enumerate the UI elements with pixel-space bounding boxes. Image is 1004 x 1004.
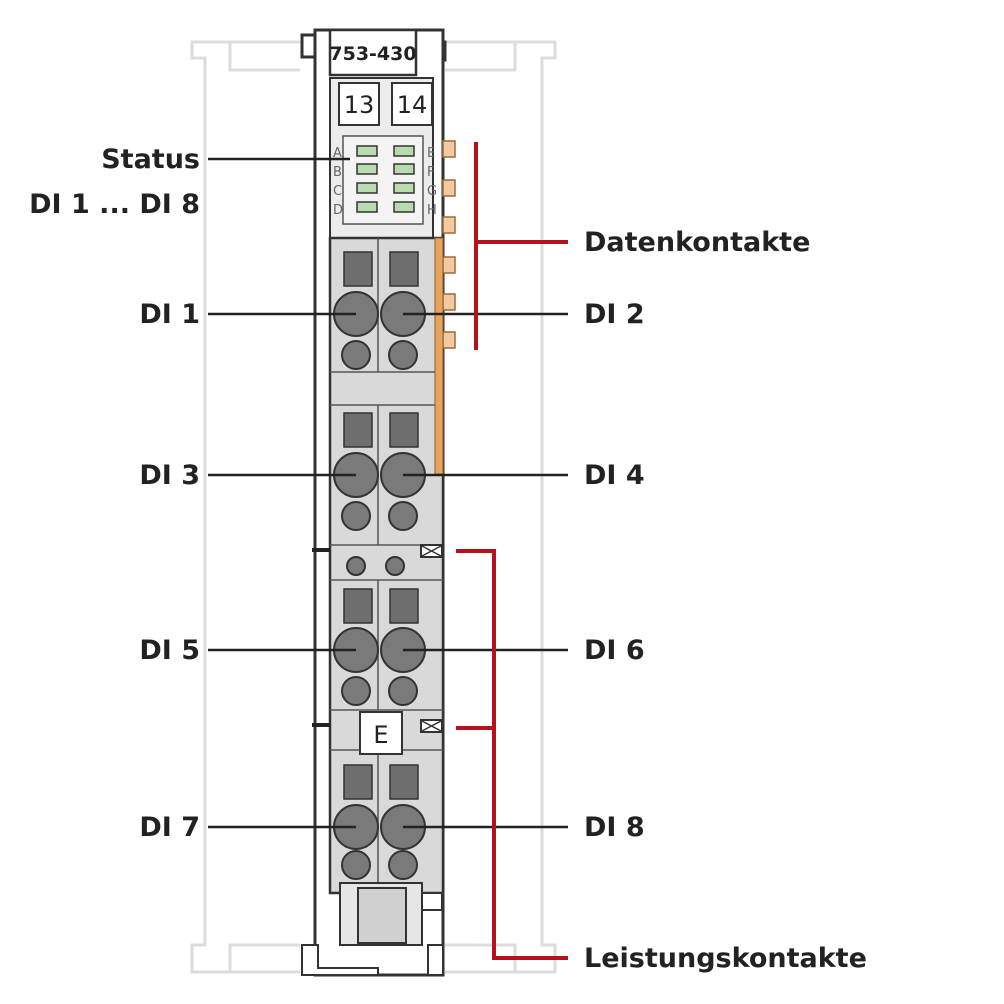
part-number: 753-430 (329, 43, 416, 65)
led-letter-d: D (333, 203, 343, 218)
led-letter-f: F (427, 165, 434, 180)
di1-label: DI 1 (139, 299, 200, 330)
led-letter-c: C (333, 184, 342, 199)
di4-label: DI 4 (584, 460, 645, 491)
bottom-base (301, 882, 444, 976)
di-range-label: DI 1 ... DI 8 (29, 189, 200, 220)
di2-label: DI 2 (584, 299, 645, 330)
led-e (393, 145, 415, 157)
status-label: Status (101, 144, 200, 175)
di6-label: DI 6 (584, 635, 645, 666)
led-letter-b: B (333, 165, 342, 180)
part-number-tab (328, 28, 418, 77)
led-a (356, 145, 378, 157)
marker-e-label: E (373, 721, 388, 749)
data-contact-strip (434, 237, 444, 475)
terminal-label-13-box (338, 82, 380, 126)
led-d (356, 201, 378, 213)
terminal-label-14: 14 (397, 91, 428, 119)
led-h (393, 201, 415, 213)
led-group (356, 145, 415, 213)
din-rail-outline (190, 40, 557, 974)
leader-lines (208, 157, 568, 829)
di3-label: DI 3 (139, 460, 200, 491)
led-letter-a: A (333, 146, 342, 161)
di8-label: DI 8 (584, 812, 645, 843)
section-dividers (330, 238, 443, 883)
di7-label: DI 7 (139, 812, 200, 843)
led-f (393, 163, 415, 175)
di5-label: DI 5 (139, 635, 200, 666)
data-contacts-bracket (474, 142, 568, 350)
led-letter-e: E (427, 146, 435, 161)
power-contacts-bracket (456, 549, 568, 960)
led-b (356, 163, 378, 175)
terminal-label-13: 13 (344, 91, 375, 119)
power-contacts (420, 544, 443, 733)
marker-e-box (359, 711, 403, 755)
terminal-label-14-box (391, 82, 433, 126)
led-letter-g: G (427, 184, 437, 199)
led-c (356, 182, 378, 194)
led-letter-h: H (427, 203, 437, 218)
data-contacts (442, 140, 456, 349)
data-contacts-label: Datenkontakte (584, 227, 810, 258)
power-contacts-label: Leistungskontakte (584, 943, 867, 974)
led-g (393, 182, 415, 194)
